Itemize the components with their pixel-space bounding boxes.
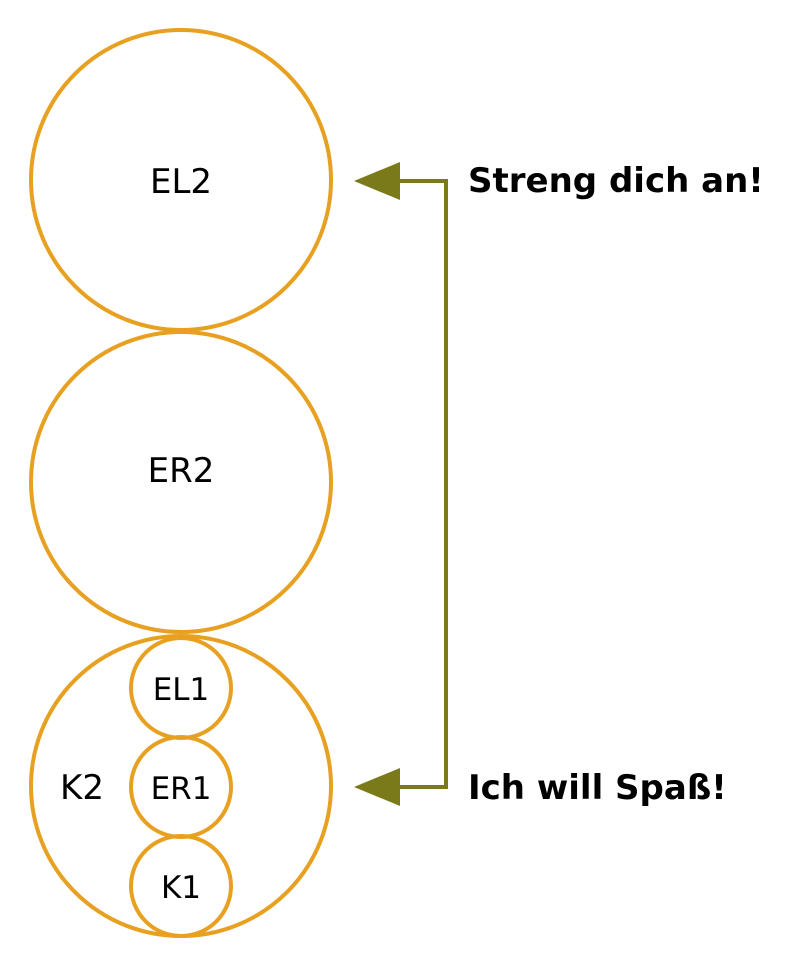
el1-label: EL1 bbox=[153, 672, 210, 708]
er1-label: ER1 bbox=[151, 771, 212, 807]
el2-label: EL2 bbox=[150, 162, 212, 202]
k2-label: K2 bbox=[60, 768, 104, 808]
er2-circle bbox=[29, 330, 333, 634]
k1-circle bbox=[129, 834, 233, 938]
top-message: Streng dich an! bbox=[468, 161, 764, 201]
bottom-message: Ich will Spaß! bbox=[468, 768, 727, 808]
k1-label: K1 bbox=[161, 870, 201, 906]
transaction-connector bbox=[396, 179, 448, 789]
arrow-to-k2-icon bbox=[354, 768, 400, 806]
arrow-to-el2-icon bbox=[354, 162, 400, 200]
er2-label: ER2 bbox=[148, 451, 215, 491]
